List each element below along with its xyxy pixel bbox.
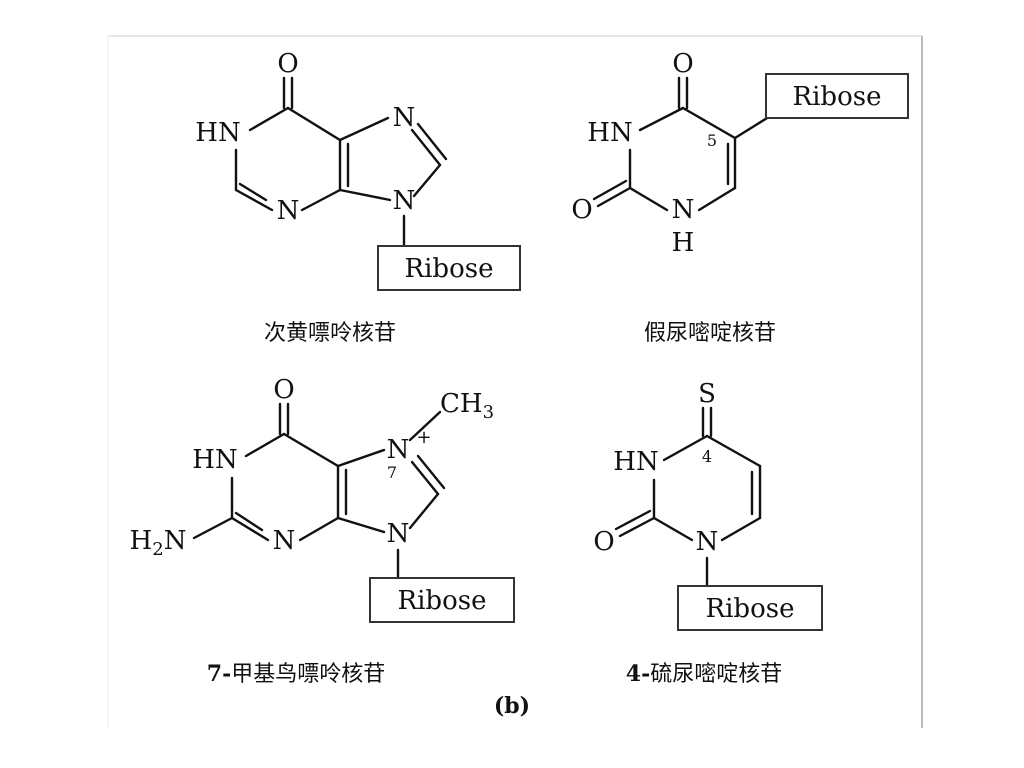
inosine-structure: O HN N N N Ribose [195,49,521,291]
thiouridine-n1: N [696,527,719,557]
caption-thiouridine-rest: 硫尿嘧啶核苷 [650,662,782,687]
pseudouridine-bonds [592,76,782,212]
m7g-methyl-subscript: 3 [483,402,494,423]
thiouridine-ribose-label: Ribose [706,594,795,624]
caption-m7g-prefix: 7- [207,661,231,687]
inosine-n9: N [393,186,416,216]
m7g-amine-n: N [164,526,187,556]
m7g-n7: N [387,435,410,465]
inosine-n7: N [393,103,416,133]
thiouridine-hn: HN [613,447,658,477]
thiouridine-ribose-box [677,585,823,631]
m7g-n9: N [387,519,410,549]
m7g-structure: O HN N H2N N + 7 CH3 N [130,375,515,623]
pseudouridine-h: H [672,228,695,258]
caption-thiouridine-prefix: 4- [626,661,650,687]
inosine-n3: N [277,196,300,226]
caption-m7g-rest: 甲基鸟嘌呤核苷 [231,662,385,687]
m7g-amine-subscript: 2 [152,539,163,560]
pseudouridine-n1: N [672,195,695,225]
caption-inosine: 次黄嘌呤核苷 [264,321,396,346]
figure-label: (b) [494,693,530,719]
inosine-ribose-label: Ribose [405,254,494,284]
inosine-ribose-box [377,245,521,291]
caption-m7g: 7-甲基鸟嘌呤核苷 [207,661,385,687]
pseudouridine-ribose-label: Ribose [793,82,882,112]
caption-thiouridine: 4-硫尿嘧啶核苷 [626,661,782,687]
m7g-n7-charge: + [416,427,431,448]
m7g-n3: N [273,526,296,556]
m7g-ribose-label: Ribose [398,586,487,616]
pseudouridine-structure: O HN 5 O N H Ribose [571,49,909,258]
pseudouridine-pos5: 5 [707,131,717,150]
thiouridine-s: S [698,379,716,409]
m7g-methyl: CH3 [440,389,494,423]
m7g-hn: HN [192,445,237,475]
m7g-amine: H2N [130,526,187,560]
m7g-ribose-box [369,577,515,623]
thiouridine-pos4: 4 [702,447,712,466]
pseudouridine-ribose-box [765,73,909,119]
pseudouridine-o4: O [672,49,693,79]
m7g-bonds [192,402,446,580]
m7g-amine-h: H [130,526,153,556]
m7g-o: O [273,375,294,405]
thiouridine-o2: O [593,527,614,557]
pseudouridine-o2: O [571,195,592,225]
m7g-methyl-ch: CH [440,389,483,419]
pseudouridine-hn: HN [587,118,632,148]
thiouridine-structure: S HN 4 O N Ribose [593,379,823,631]
inosine-hn: HN [195,118,240,148]
inosine-o: O [277,49,298,79]
thiouridine-bonds [614,406,762,588]
m7g-pos7: 7 [387,463,397,482]
inosine-bonds [234,76,448,248]
caption-pseudouridine: 假尿嘧啶核苷 [644,321,776,346]
